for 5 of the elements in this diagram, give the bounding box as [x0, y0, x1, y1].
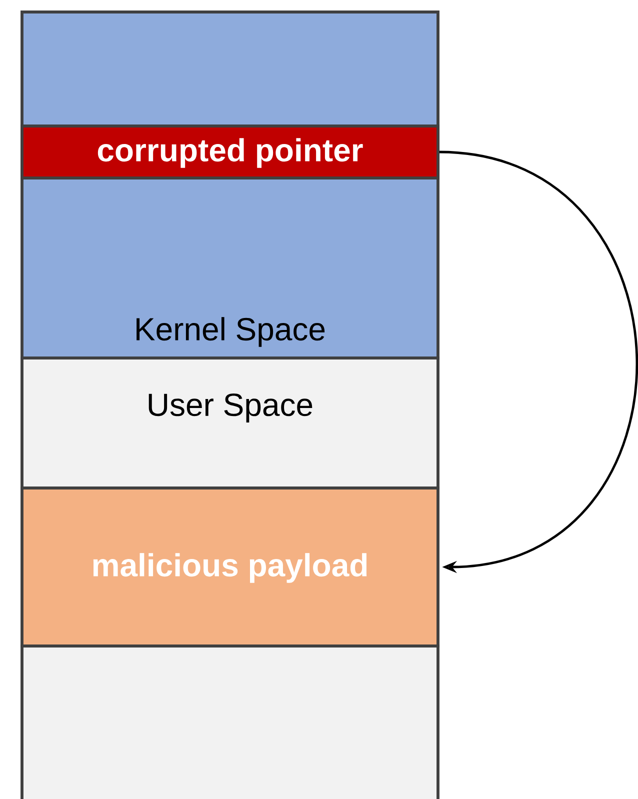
curved-arrow [439, 150, 638, 574]
pointer-band: corrupted pointer [20, 124, 440, 180]
user-space-region: User Space [20, 356, 440, 490]
memory-region [20, 644, 440, 799]
payload-region: malicious payload [20, 486, 440, 648]
